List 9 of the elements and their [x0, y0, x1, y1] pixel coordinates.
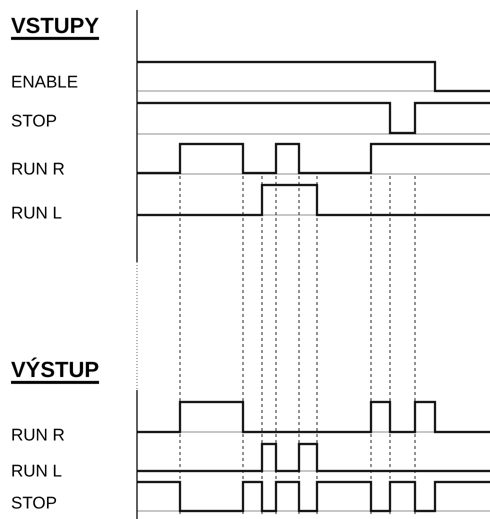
signal-name: RUN L: [11, 462, 62, 482]
section-heading: VÝSTUP: [11, 358, 100, 382]
signal-name: ENABLE: [11, 74, 78, 92]
signal-name: RUN R: [11, 160, 65, 180]
signal-name: RUN L: [11, 204, 62, 224]
signal-name: STOP: [11, 494, 57, 514]
signal-name: RUN R: [11, 426, 65, 446]
section-heading: VSTUPY: [11, 14, 100, 38]
signal-name: STOP: [11, 112, 57, 132]
